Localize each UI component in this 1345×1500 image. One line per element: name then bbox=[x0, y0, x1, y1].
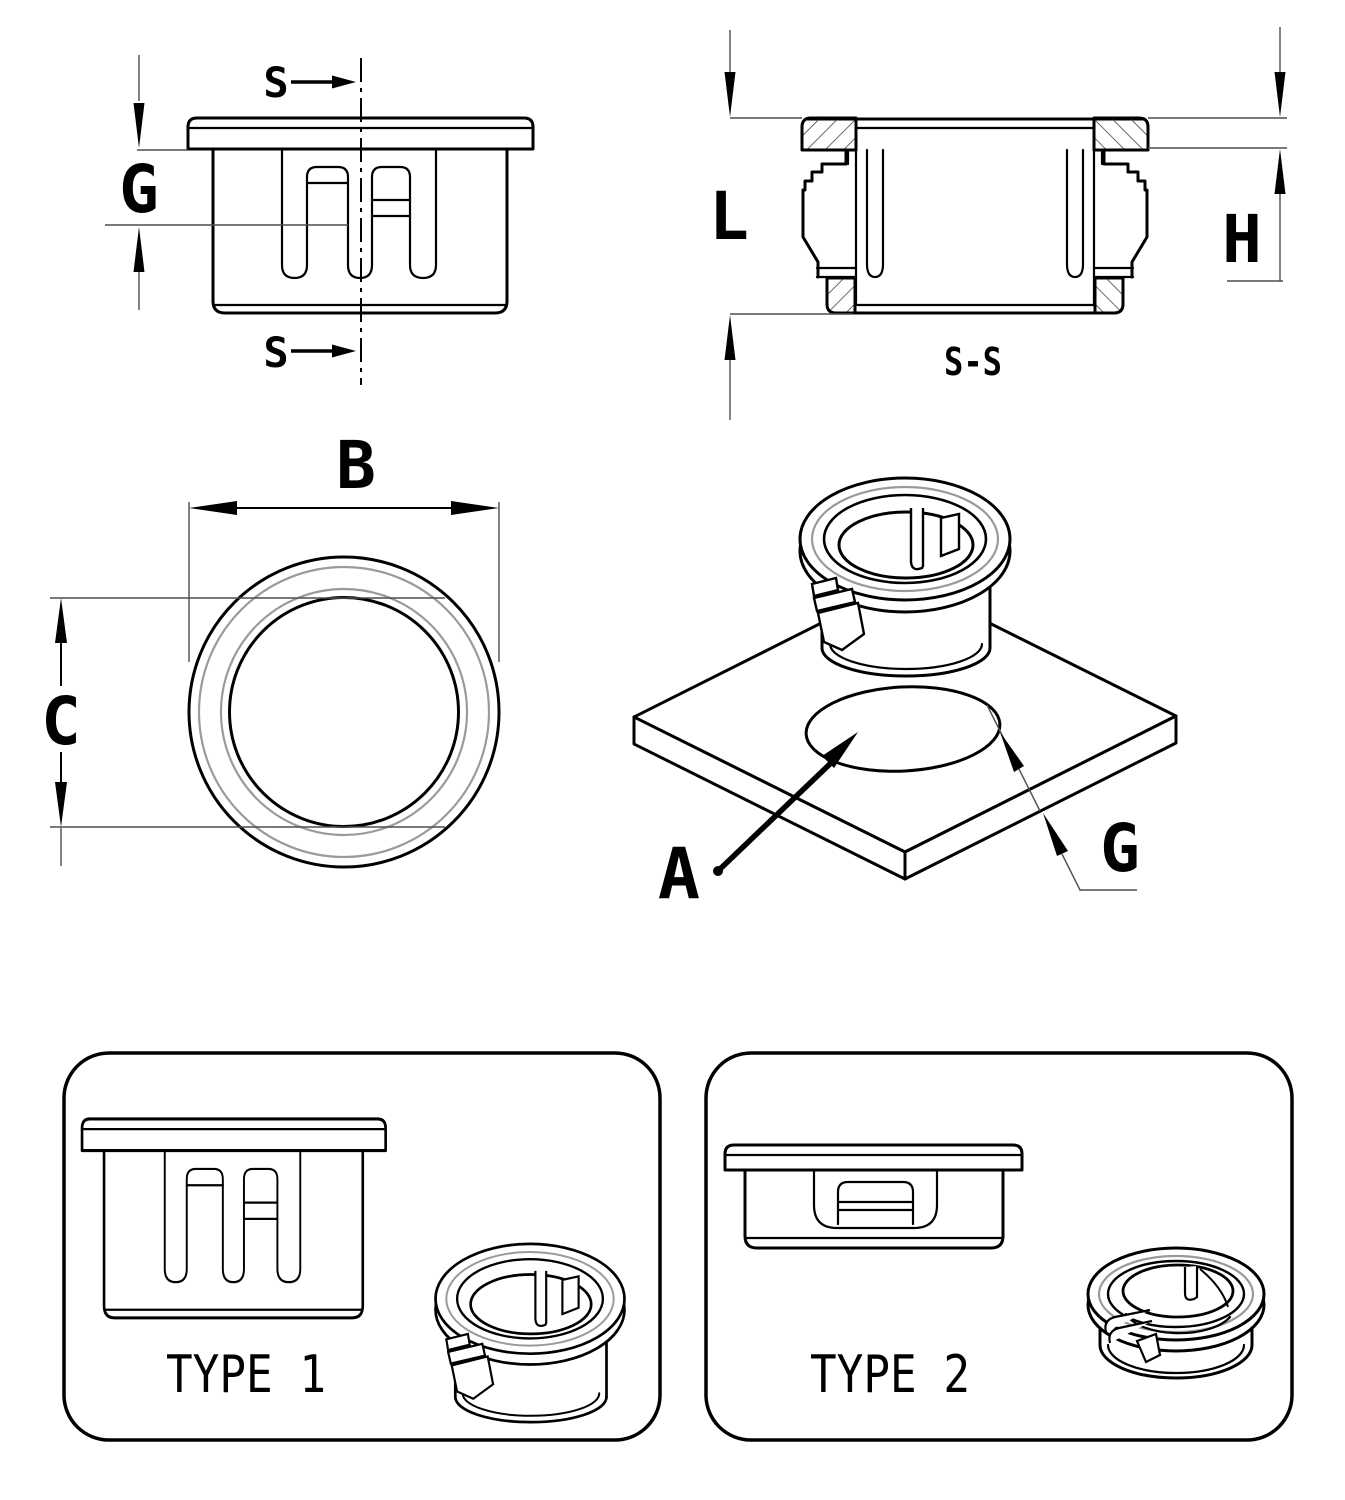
dim-l-label: L bbox=[709, 178, 749, 255]
iso-view: A G bbox=[632, 476, 1178, 915]
dim-l-arrow-up bbox=[724, 315, 736, 360]
dim-c-label: C bbox=[41, 683, 81, 760]
side-view: S S G bbox=[105, 55, 535, 385]
dim-h-arrow-down bbox=[1274, 72, 1286, 117]
section-letter-top: S bbox=[263, 58, 288, 107]
callout-a-arrow bbox=[822, 732, 858, 768]
type2-side-view bbox=[723, 1143, 1024, 1250]
section-letter-bottom: S bbox=[263, 328, 288, 377]
section-arrow-top bbox=[332, 75, 356, 89]
type2-border bbox=[704, 1051, 1294, 1442]
callout-g-arrow-panel-edge bbox=[1043, 813, 1068, 856]
flange-chamfer-circle bbox=[197, 565, 491, 859]
body-circle bbox=[219, 587, 469, 837]
dim-c-arrow-down bbox=[55, 782, 67, 827]
section-right-half bbox=[1065, 116, 1150, 315]
dimension-l: L bbox=[709, 30, 853, 420]
flange-outer-circle bbox=[187, 555, 501, 869]
type1-panel: TYPE 1 bbox=[62, 1051, 662, 1442]
type1-iso-view bbox=[434, 1242, 626, 1424]
section-title: S-S bbox=[944, 340, 1002, 384]
dim-h-arrow-up bbox=[1274, 149, 1286, 194]
dim-b-arrow-right bbox=[451, 501, 499, 515]
type2-label: TYPE 2 bbox=[810, 1345, 970, 1405]
dim-b-arrow-left bbox=[189, 501, 237, 515]
dim-h-label: H bbox=[1222, 201, 1262, 278]
dimension-h: H bbox=[1148, 27, 1287, 282]
callout-g-label: G bbox=[1100, 810, 1140, 887]
bore-circle bbox=[228, 596, 460, 828]
dim-g-arrow-up bbox=[133, 227, 145, 272]
panel-plate bbox=[632, 579, 1178, 881]
section-marker-top: S bbox=[263, 58, 356, 107]
panel-hole bbox=[804, 685, 1002, 773]
type2-panel: TYPE 2 bbox=[704, 1051, 1294, 1442]
section-arrow-bottom bbox=[332, 344, 356, 358]
type1-side-view bbox=[80, 1117, 388, 1320]
dim-b-label: B bbox=[336, 427, 376, 504]
callout-g: G bbox=[986, 704, 1140, 891]
callout-a-label: A bbox=[658, 833, 700, 915]
callout-g-arrow-hole-edge bbox=[1000, 732, 1024, 772]
dimension-g: G bbox=[105, 55, 348, 310]
dim-l-arrow-down bbox=[724, 72, 736, 117]
section-view: L H S-S bbox=[709, 27, 1287, 420]
dimension-c: C bbox=[41, 597, 445, 866]
type2-iso-view bbox=[1086, 1246, 1266, 1380]
section-marker-bottom: S bbox=[263, 328, 356, 377]
front-view: B C bbox=[41, 427, 501, 869]
dim-g-label: G bbox=[119, 151, 159, 228]
dim-g-arrow-down bbox=[133, 103, 145, 148]
type1-border bbox=[62, 1051, 662, 1442]
dimension-b: B bbox=[188, 427, 500, 662]
dim-c-arrow-up bbox=[55, 598, 67, 643]
plug-iso-view bbox=[798, 476, 1012, 678]
callout-a: A bbox=[658, 732, 858, 915]
type1-label: TYPE 1 bbox=[166, 1345, 326, 1405]
section-left-half bbox=[800, 116, 885, 315]
